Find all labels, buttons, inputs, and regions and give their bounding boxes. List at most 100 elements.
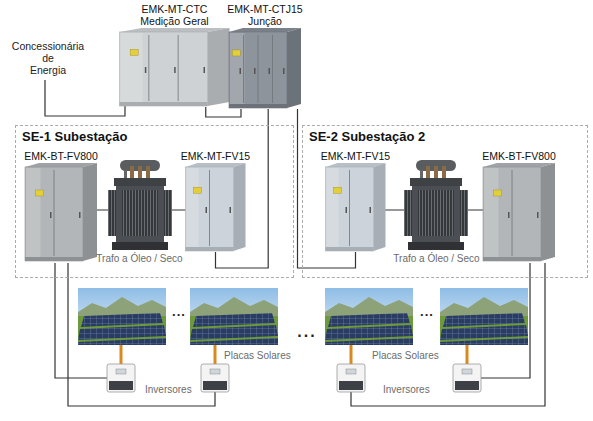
cabinet-drawing <box>112 27 237 107</box>
cabinet-drawing <box>178 35 179 101</box>
solar-panel-photo <box>325 288 413 345</box>
cabinet-drawing <box>258 35 259 103</box>
cabinet-drawing <box>326 163 386 251</box>
cabinet-drawing <box>79 212 81 218</box>
region-title: SE-2 Subestação 2 <box>303 126 431 147</box>
diagram-label: ... <box>414 306 440 318</box>
cabinet-drawing <box>541 163 555 261</box>
cabinet-drawing <box>225 27 305 109</box>
cabinet-drawing <box>283 68 285 74</box>
panel-cable <box>121 345 467 364</box>
cabinet-drawing <box>476 162 562 262</box>
metering-cabinet: EMK-MT-CTCMedição Geral <box>112 3 237 107</box>
cabinet-drawing <box>120 102 208 106</box>
cabinet-label: EMK-MT-FV15 <box>321 150 390 162</box>
solar-panel-photo <box>190 288 278 345</box>
lv-cabinet: EMK-BT-FV800 <box>18 150 104 262</box>
cabinet-drawing <box>537 212 539 218</box>
cabinet-drawing <box>243 35 244 103</box>
cabinet-drawing <box>327 168 339 250</box>
cabinet-drawing <box>25 167 83 261</box>
diagram-label: ... <box>167 306 191 318</box>
cabinet-drawing <box>240 68 242 74</box>
cabinet-drawing <box>186 167 234 251</box>
cabinet-drawing <box>370 207 372 213</box>
cabinet-drawing <box>26 168 41 260</box>
power-wire <box>45 80 545 406</box>
cabinet-drawing <box>483 163 555 261</box>
cabinet-drawing <box>25 163 97 261</box>
cabinet-drawing <box>148 35 149 101</box>
cabinet-drawing <box>25 257 83 261</box>
cabinet-drawing <box>206 207 208 213</box>
cabinet-drawing <box>254 68 256 74</box>
cabinet-drawing <box>232 50 240 56</box>
cabinet-drawing <box>204 67 206 73</box>
cabinet-drawing <box>229 32 287 108</box>
cabinet-drawing <box>18 162 104 262</box>
cabinet-drawing <box>186 163 246 251</box>
cabinet-drawing <box>174 67 176 73</box>
inverter-drawing <box>453 364 481 392</box>
cabinet-drawing <box>483 257 541 261</box>
diagram-label: Trafo a Óleo / Seco <box>92 253 187 265</box>
cabinet-label: EMK-MT-FV15 <box>181 150 250 162</box>
cabinet-drawing <box>121 33 143 105</box>
cabinet-drawing <box>36 190 44 196</box>
diagram-label: Placas Solares <box>224 350 291 362</box>
diagram-label: Concessionária de Energia <box>8 40 88 76</box>
cabinet-drawing <box>229 28 301 108</box>
solar-panel-photo <box>440 288 528 345</box>
cabinet-label: EMK-BT-FV800 <box>482 150 556 162</box>
cabinet-drawing <box>512 170 513 256</box>
junction-cabinet: EMK-MT-CTJ15Junção <box>225 3 305 109</box>
cabinet-drawing <box>229 104 287 108</box>
diagram-label: ... <box>292 326 322 338</box>
solar-panel-photo <box>78 288 166 345</box>
inverter-drawing <box>337 364 365 392</box>
cabinet-label: Junção <box>248 15 282 27</box>
cabinet-drawing <box>318 162 393 252</box>
cabinet-drawing <box>346 207 348 213</box>
inverter-drawing <box>201 364 229 392</box>
diagram-label: Inversores <box>383 384 430 396</box>
inverter-drawing <box>107 364 135 392</box>
lv-cabinet: EMK-BT-FV800 <box>476 150 562 262</box>
cabinet-drawing <box>208 28 230 106</box>
cabinet-drawing <box>83 163 97 261</box>
cabinet-drawing <box>187 168 199 250</box>
cabinet-drawing <box>483 167 541 261</box>
cabinet-drawing <box>349 170 350 246</box>
cable-connector <box>206 107 241 117</box>
cabinet-drawing <box>326 247 374 251</box>
mv-cabinet: EMK-MT-FV15 <box>318 150 393 252</box>
cabinet-label: EMK-BT-FV800 <box>24 150 98 162</box>
panel-cable <box>121 345 467 364</box>
cabinet-drawing <box>209 170 210 246</box>
cabinet-drawing <box>494 190 502 196</box>
cabinet-drawing <box>269 68 271 74</box>
cabinet-drawing <box>178 162 253 252</box>
cabinet-drawing <box>272 35 273 103</box>
power-wire <box>45 80 125 116</box>
cabinet-drawing <box>508 212 510 218</box>
cabinet-drawing <box>374 163 386 251</box>
diagram-label: Inversores <box>145 384 192 396</box>
cabinet-drawing <box>54 170 55 256</box>
cabinet-drawing <box>120 28 230 106</box>
cabinet-label: EMK-MT-CTJ15 <box>227 3 302 15</box>
cabinet-drawing <box>230 33 245 107</box>
cabinet-drawing <box>186 247 234 251</box>
cabinet-drawing <box>120 32 208 106</box>
cabinet-drawing <box>50 212 52 218</box>
cabinet-drawing <box>234 163 246 251</box>
cabinet-drawing <box>326 167 374 251</box>
diagram-label: Placas Solares <box>372 350 439 362</box>
region-title: SE-1 Subestação <box>16 126 134 147</box>
cabinet-drawing <box>130 49 138 55</box>
mv-cabinet: EMK-MT-FV15 <box>178 150 253 252</box>
cabinet-drawing <box>230 207 232 213</box>
cabinet-label: Medição Geral <box>140 15 208 27</box>
cabinet-drawing <box>334 187 342 193</box>
